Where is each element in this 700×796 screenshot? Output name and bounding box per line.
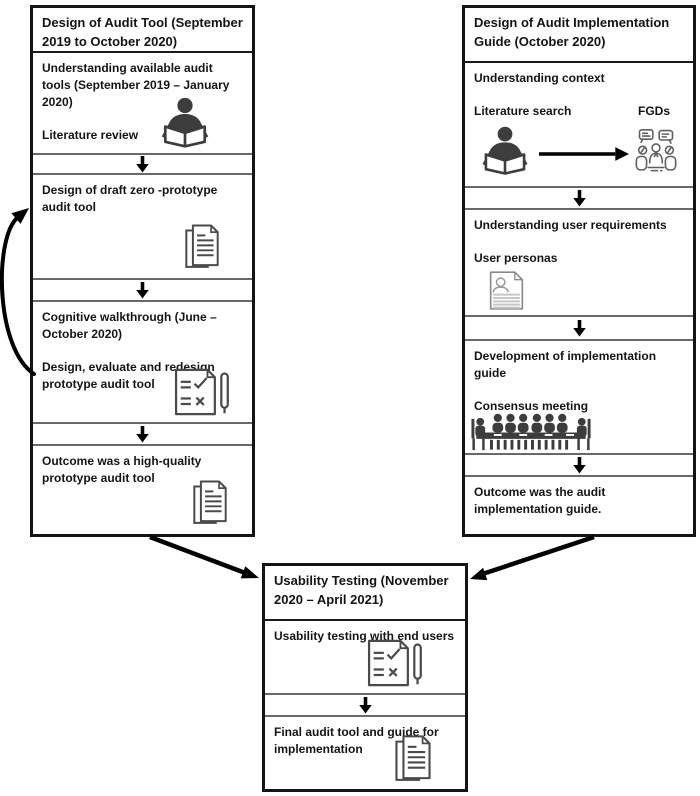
step-text: Development of implementation guide	[474, 349, 657, 381]
down-arrow-icon	[135, 282, 150, 299]
flow-connector	[465, 317, 693, 341]
reading-person-icon	[479, 125, 531, 177]
down-arrow-icon	[135, 156, 150, 173]
box-cognitive-walkthrough: Cognitive walkthrough (June – October 20…	[33, 302, 252, 424]
step-text: Final audit tool and guide for implement…	[274, 725, 439, 757]
box-understanding-audit-tools: Understanding available audit tools (Sep…	[33, 53, 252, 155]
focus-group-discussion-icon	[634, 125, 678, 177]
usability-testing-header: Usability Testing (November 2020 – April…	[265, 566, 465, 621]
reading-person-icon	[158, 97, 212, 149]
consensus-meeting-icon	[469, 413, 593, 454]
box-usability-testing-end-users: Usability testing with end users	[265, 621, 465, 695]
document-pages-icon	[393, 733, 433, 785]
down-arrow-icon	[572, 320, 587, 337]
audit-tool-header: Design of Audit Tool (September 2019 to …	[33, 8, 252, 53]
step-text: Literature review	[42, 128, 139, 143]
box-draft-zero-prototype: Design of draft zero -prototype audit to…	[33, 175, 252, 280]
literature-search-label: Literature search	[474, 104, 572, 119]
step-text: User personas	[474, 251, 558, 266]
step-text: Design of draft zero -prototype audit to…	[42, 183, 218, 215]
step-text: Outcome was the audit implementation gui…	[474, 485, 606, 517]
panel-usability-testing: Usability Testing (November 2020 – April…	[262, 563, 468, 792]
flow-connector	[465, 188, 693, 210]
flow-connector	[33, 424, 252, 446]
checklist-pen-icon	[172, 368, 230, 416]
box-outcome-guide: Outcome was the audit implementation gui…	[465, 477, 693, 534]
down-arrow-icon	[572, 190, 587, 207]
document-pages-icon	[191, 478, 229, 528]
panel-implementation-guide: Design of Audit Implementation Guide (Oc…	[462, 5, 696, 537]
flow-connector	[465, 455, 693, 477]
down-arrow-icon	[572, 457, 587, 474]
step-text: Understanding context	[474, 71, 605, 85]
implementation-guide-header: Design of Audit Implementation Guide (Oc…	[465, 8, 693, 63]
step-text: Understanding available audit tools (Sep…	[42, 61, 230, 110]
step-text: Design, evaluate and redesign prototype …	[42, 360, 215, 392]
down-arrow-icon	[358, 697, 373, 714]
box-user-requirements: Understanding user requirements User per…	[465, 210, 693, 317]
step-text: Usability testing with end users	[274, 629, 455, 643]
step-text: Consensus meeting	[474, 399, 589, 414]
box-final-audit-tool: Final audit tool and guide for implement…	[265, 717, 465, 789]
step-text: Cognitive walkthrough (June – October 20…	[42, 310, 217, 342]
user-persona-icon	[489, 268, 524, 313]
box-development-guide: Development of implementation guide Cons…	[465, 341, 693, 455]
down-arrow-icon	[135, 426, 150, 443]
fgds-label: FGDs	[637, 104, 670, 119]
panel-audit-tool: Design of Audit Tool (September 2019 to …	[30, 5, 255, 537]
box-outcome-prototype: Outcome was a high-quality prototype aud…	[33, 446, 252, 534]
step-text: Understanding user requirements	[474, 218, 667, 232]
left-merge-arrow	[149, 534, 259, 579]
checklist-pen-icon	[365, 639, 423, 687]
box-understanding-context: Understanding context Literature search …	[465, 63, 693, 188]
flow-connector	[33, 280, 252, 302]
flow-connector	[265, 695, 465, 717]
step-text: Outcome was a high-quality prototype aud…	[42, 454, 202, 486]
right-arrow-icon	[539, 147, 629, 161]
document-pages-icon	[183, 223, 221, 271]
flow-connector	[33, 155, 252, 175]
right-merge-arrow	[470, 534, 595, 581]
